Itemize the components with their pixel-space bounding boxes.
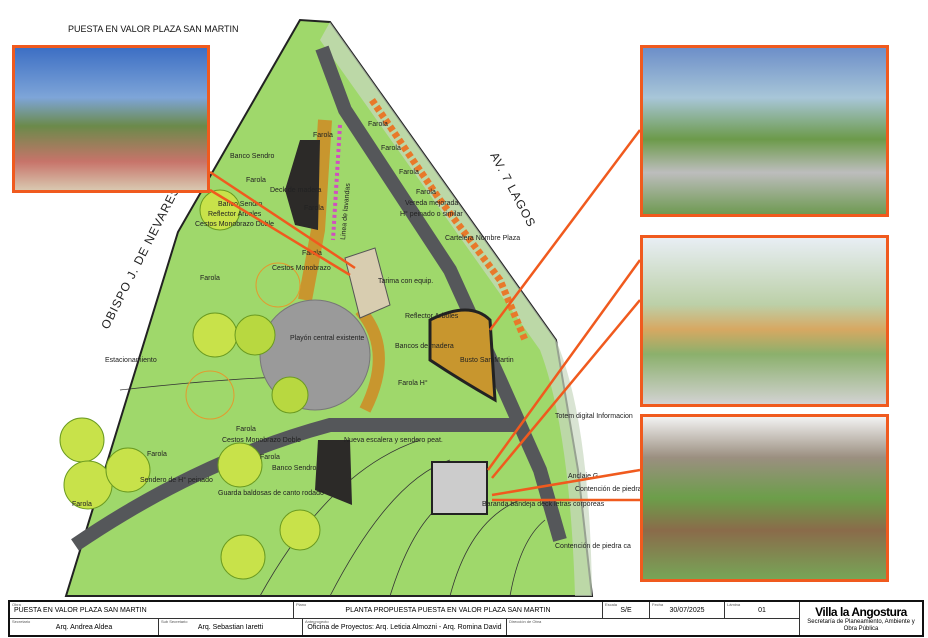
- label-anclaje: Anclaje G: [568, 473, 598, 480]
- label-escalera: Nueva escalera y sendero peat.: [344, 437, 443, 444]
- caption: Escala: [605, 602, 618, 607]
- lower-path: [71, 418, 520, 551]
- label-totem: Totem digital Informacion: [555, 413, 633, 420]
- label-banco-sendro: Banco Sendro: [218, 201, 262, 208]
- label-cestos: Cestos Monobrazo: [272, 265, 331, 272]
- trees: [59, 189, 321, 580]
- caption: Obra: [12, 602, 21, 607]
- municipality-logo: Villa la Angostura Secretaría de Planeam…: [800, 602, 922, 635]
- label-banco-sendro: Banco Sendro: [230, 153, 274, 160]
- logo-name: Villa la Angostura: [815, 604, 907, 619]
- label-farola-h: Farola H°: [398, 379, 428, 387]
- label-playon: Playón central existente: [290, 335, 364, 342]
- subsecretario: Arq. Sebastian Iaretti: [197, 623, 264, 631]
- label-cestos-doble: Cestos Monobrazo Doble: [195, 221, 274, 228]
- sketch-stair-deck: [640, 414, 889, 582]
- label-bancos-madera: Bancos de madera: [395, 343, 454, 350]
- label-reflector-arbol: Reflector Arboles: [405, 313, 459, 320]
- stage: [344, 247, 391, 319]
- label-busto: Busto San Martin: [460, 357, 514, 364]
- fecha: 30/07/2025: [669, 606, 705, 614]
- sketch-letters-deck: [640, 235, 889, 407]
- sketch-bust-area: [640, 45, 889, 217]
- label-farola: Farola: [416, 189, 436, 196]
- label-farola: Farola: [381, 145, 401, 152]
- label-reflector: Reflector Arboles: [208, 211, 262, 218]
- label-deck: Deck de madera: [270, 187, 321, 194]
- label-farola: Farola: [200, 275, 220, 282]
- caption: Secretario: [12, 619, 31, 624]
- label-tarima: Tarima con equip.: [378, 278, 433, 285]
- label-contencion-2: Contención de piedra: [575, 486, 642, 493]
- label-farola: Farola: [260, 454, 280, 461]
- label-guarda: Guarda baldosas de canto rodado: [218, 490, 324, 497]
- label-farola: Farola: [147, 451, 167, 458]
- secretario: Arq. Andrea Aldea: [55, 623, 113, 631]
- label-farola: Farola: [304, 205, 324, 212]
- label-lavandas: Linea de lavandas: [340, 182, 352, 240]
- caption: Fecha: [652, 602, 664, 607]
- bust-area: [428, 308, 497, 403]
- label-farola: Farola: [72, 501, 92, 508]
- caption: Dirección de Obra: [509, 619, 542, 624]
- deck-building: [431, 461, 488, 515]
- label-farola: Farola: [313, 132, 333, 139]
- label-vereda-2: H° peinado o similar: [400, 210, 463, 218]
- label-bandeja: Baranda bandeja deck letras corpóreas: [482, 501, 605, 508]
- label-banco-sendro: Banco Sendro: [272, 465, 316, 472]
- plaza-deck-arc: [355, 306, 385, 413]
- label-cartelera: Cartelera Nombre Plaza: [445, 235, 520, 242]
- caption: Lámina: [727, 602, 741, 607]
- plan-title: PUESTA EN VALOR PLAZA SAN MARTIN: [68, 24, 239, 34]
- dark-deck: [285, 140, 320, 230]
- callout-lines: [209, 129, 642, 502]
- plant-row: [369, 98, 529, 342]
- stairs: [315, 440, 352, 505]
- label-farola: Farola: [368, 121, 388, 128]
- label-farola: Farola: [246, 177, 266, 184]
- caption: Sub Secretario: [161, 619, 188, 624]
- label-sendero: Sendero de H° peinado: [140, 476, 213, 484]
- plano-name: PLANTA PROPUESTA PUESTA EN VALOR PLAZA S…: [345, 606, 551, 614]
- label-estacionamiento: Estacionamiento: [105, 357, 157, 364]
- lavender-row: [331, 124, 342, 241]
- obra-name: PUESTA EN VALOR PLAZA SAN MARTIN: [14, 606, 147, 614]
- escala: S/E: [620, 606, 632, 614]
- sketch-plaza: [12, 45, 210, 193]
- label-cestos-doble: Cestos Monobrazo Doble: [222, 437, 301, 444]
- label-farola: Farola: [236, 426, 256, 433]
- label-farola: Farola: [399, 169, 419, 176]
- logo-subtitle: Secretaría de Planeamiento, Ambiente y O…: [807, 618, 915, 632]
- anteproyecto: Oficina de Proyectos: Arq. Leticia Almoz…: [307, 623, 502, 631]
- caption: Plano: [296, 602, 307, 607]
- caption: Anteproyecto: [305, 619, 329, 624]
- label-farola: Farola: [302, 250, 322, 257]
- lamina: 01: [758, 606, 766, 614]
- label-contencion: Contención de piedra ca: [555, 543, 631, 550]
- label-vereda: Vereda mejorada: [405, 200, 458, 207]
